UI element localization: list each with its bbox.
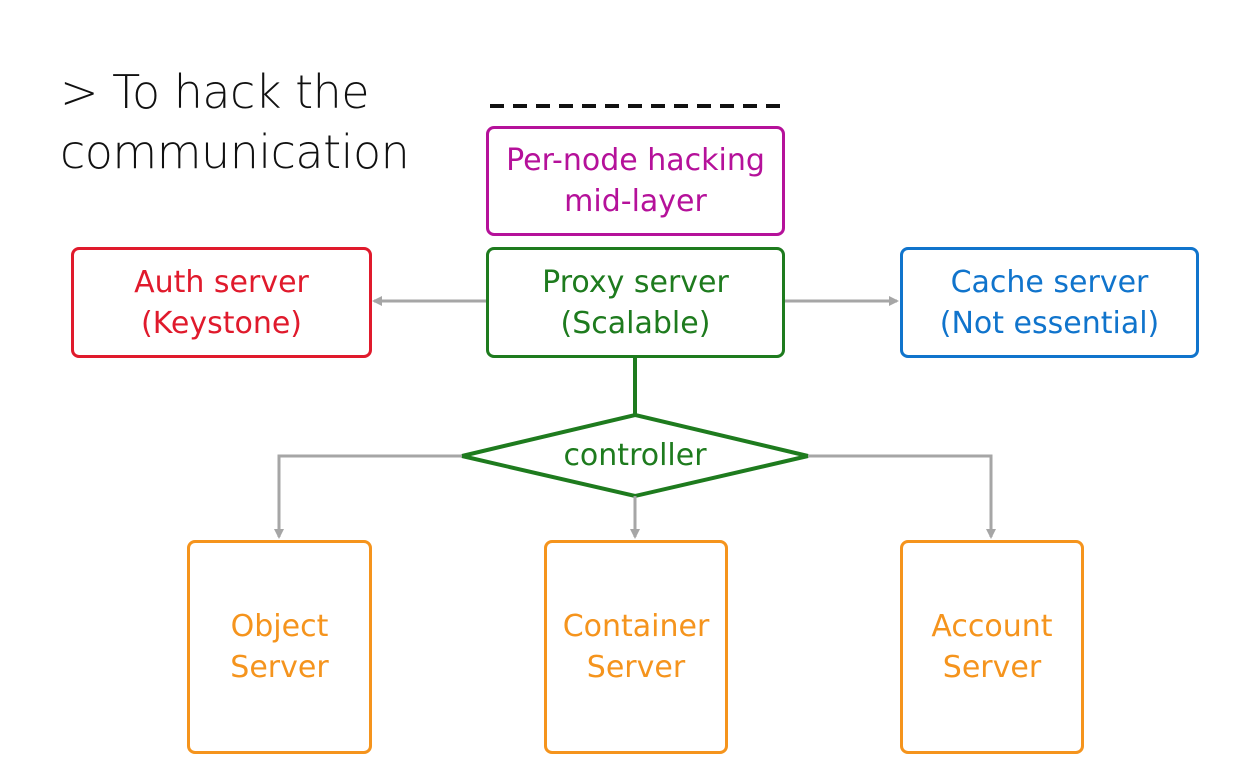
- auth-server-sublabel: (Keystone): [140, 305, 302, 341]
- controller-to-account-arrow: [808, 454, 996, 539]
- object-server-line-1: Object: [230, 609, 329, 644]
- cache-server-label: Cache server: [950, 264, 1149, 300]
- account-server-line-1: Account: [931, 609, 1053, 644]
- account-server-box: Account Server: [900, 540, 1084, 754]
- container-server-line-1: Container: [562, 609, 710, 644]
- auth-server-box: Auth server (Keystone): [71, 247, 372, 358]
- object-server-line-2: Server: [230, 650, 329, 685]
- proxy-server-box: Proxy server (Scalable): [486, 247, 785, 358]
- container-server-line-2: Server: [586, 650, 686, 685]
- proxy-server-sublabel: (Scalable): [560, 305, 711, 341]
- mid-layer-line-2: mid-layer: [564, 184, 707, 219]
- mid-layer-line-1: Per-node hacking: [506, 143, 765, 178]
- cache-server-box: Cache server (Not essential): [900, 247, 1199, 358]
- proxy-server-label: Proxy server: [542, 264, 729, 300]
- account-server-line-2: Server: [942, 650, 1042, 685]
- controller-to-object-arrow: [274, 454, 462, 539]
- container-server-box: Container Server: [544, 540, 728, 754]
- auth-server-label: Auth server: [134, 264, 309, 300]
- heading-line-1: > To hack the: [60, 65, 370, 119]
- cache-server-sublabel: (Not essential): [939, 305, 1160, 341]
- slide-heading: > To hack the communication: [60, 62, 410, 182]
- controller-label: controller: [563, 438, 707, 473]
- object-server-box: Object Server: [187, 540, 372, 754]
- heading-line-2: communication: [60, 125, 410, 179]
- mid-layer-box: Per-node hacking mid-layer: [486, 126, 785, 236]
